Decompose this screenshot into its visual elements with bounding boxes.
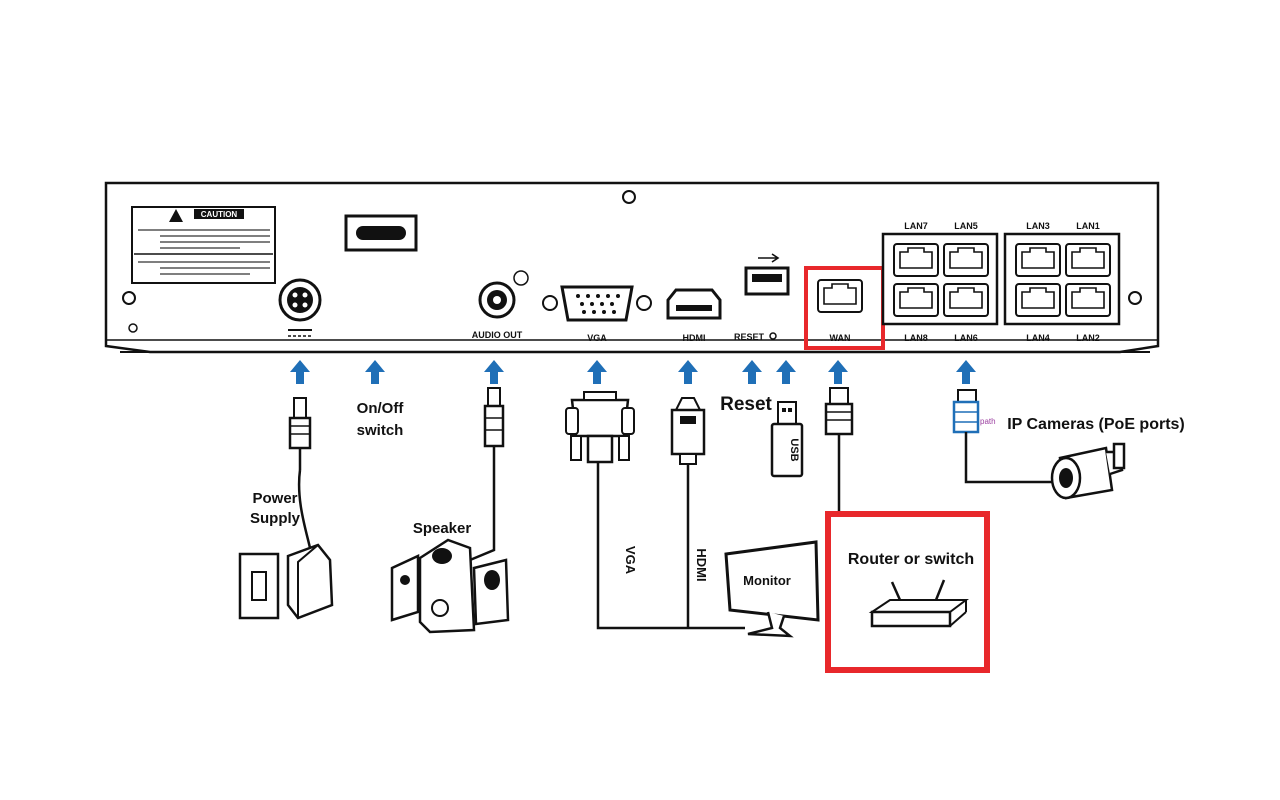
warning-icon [169, 209, 183, 222]
hdmi-cable-label: HDMI [694, 548, 709, 581]
hdmi-cable: HDMI [670, 397, 709, 628]
lan-ports-block-left: LAN7 LAN5 LAN8 LAN6 [881, 221, 999, 343]
usb-label: USB [788, 438, 800, 461]
caution-label: CAUTION [131, 206, 276, 284]
arrow-up-icon [365, 360, 385, 384]
screw-icon [122, 291, 136, 305]
reset-label: RESET [734, 332, 765, 342]
usb-icon [758, 253, 780, 263]
arrow-up-icon [776, 360, 796, 384]
lan3-port[interactable] [1015, 243, 1061, 277]
lan6-label: LAN6 [954, 333, 978, 343]
usb-port[interactable] [744, 253, 790, 296]
speaker-device: Speaker [390, 387, 510, 634]
lan4-label: LAN4 [1026, 333, 1050, 343]
hdmi-port[interactable]: HDMI [666, 288, 722, 343]
lan5-label: LAN5 [954, 221, 978, 231]
audio-out-label: AUDIO OUT [472, 330, 523, 340]
ip-cameras-label: IP Cameras (PoE ports) [1007, 416, 1185, 433]
usb-drive-device: USB [770, 401, 804, 478]
arrow-up-icon [678, 360, 698, 384]
arrow-up-icon [828, 360, 848, 384]
lan8-label: LAN8 [904, 333, 928, 343]
poe-cable: path [952, 389, 1060, 484]
lan4-port[interactable] [1015, 283, 1061, 317]
lan7-label: LAN7 [904, 221, 928, 231]
wan-port[interactable]: WAN [817, 279, 863, 343]
lan6-port[interactable] [943, 283, 989, 317]
vga-cable: VGA [565, 391, 745, 630]
caution-title: CAUTION [201, 210, 238, 219]
vga-port[interactable]: VGA [542, 285, 652, 343]
power-supply-line2: Supply [250, 510, 301, 527]
lan5-port[interactable] [943, 243, 989, 277]
router-icon [868, 579, 969, 628]
lan2-label: LAN2 [1076, 333, 1100, 343]
power-switch[interactable] [344, 214, 418, 252]
wan-label: WAN [830, 333, 851, 343]
speaker-label: Speaker [413, 520, 472, 537]
lan1-port[interactable] [1065, 243, 1111, 277]
lan1-label: LAN1 [1076, 221, 1100, 231]
lan3-label: LAN3 [1026, 221, 1050, 231]
arrow-up-icon [956, 360, 976, 384]
power-supply-line1: Power [252, 490, 297, 507]
audio-out-port[interactable]: AUDIO OUT [472, 270, 529, 340]
power-input-port[interactable] [278, 278, 322, 337]
router-highlight-box [825, 511, 990, 673]
nvr-back-panel: CAUTION [104, 181, 1160, 354]
reset-button[interactable]: RESET [734, 332, 777, 342]
monitor-label: Monitor [743, 573, 791, 588]
router-label: Router or switch [848, 551, 974, 568]
ip-camera-icon [1050, 442, 1126, 500]
router-box: Router or switch [825, 511, 990, 673]
lan-ports-block-right: LAN3 LAN1 LAN4 LAN2 [1003, 221, 1121, 343]
reset-text: Reset [720, 394, 772, 415]
connection-arrows [290, 360, 976, 384]
arrow-up-icon [484, 360, 504, 384]
ip-camera-device: IP Cameras (PoE ports) [1007, 416, 1185, 500]
arrow-up-icon [290, 360, 310, 384]
lan7-port[interactable] [893, 243, 939, 277]
power-adapter-icon [286, 543, 334, 620]
lan2-port[interactable] [1065, 283, 1111, 317]
screw-icon [1128, 291, 1142, 305]
vga-label: VGA [587, 333, 607, 343]
arrow-up-icon [742, 360, 762, 384]
vga-cable-label: VGA [623, 546, 638, 575]
monitor-device: Monitor [724, 540, 820, 638]
lan8-port[interactable] [893, 283, 939, 317]
path-note: path [980, 417, 996, 426]
arrow-up-icon [587, 360, 607, 384]
hdmi-label: HDMI [683, 333, 706, 343]
